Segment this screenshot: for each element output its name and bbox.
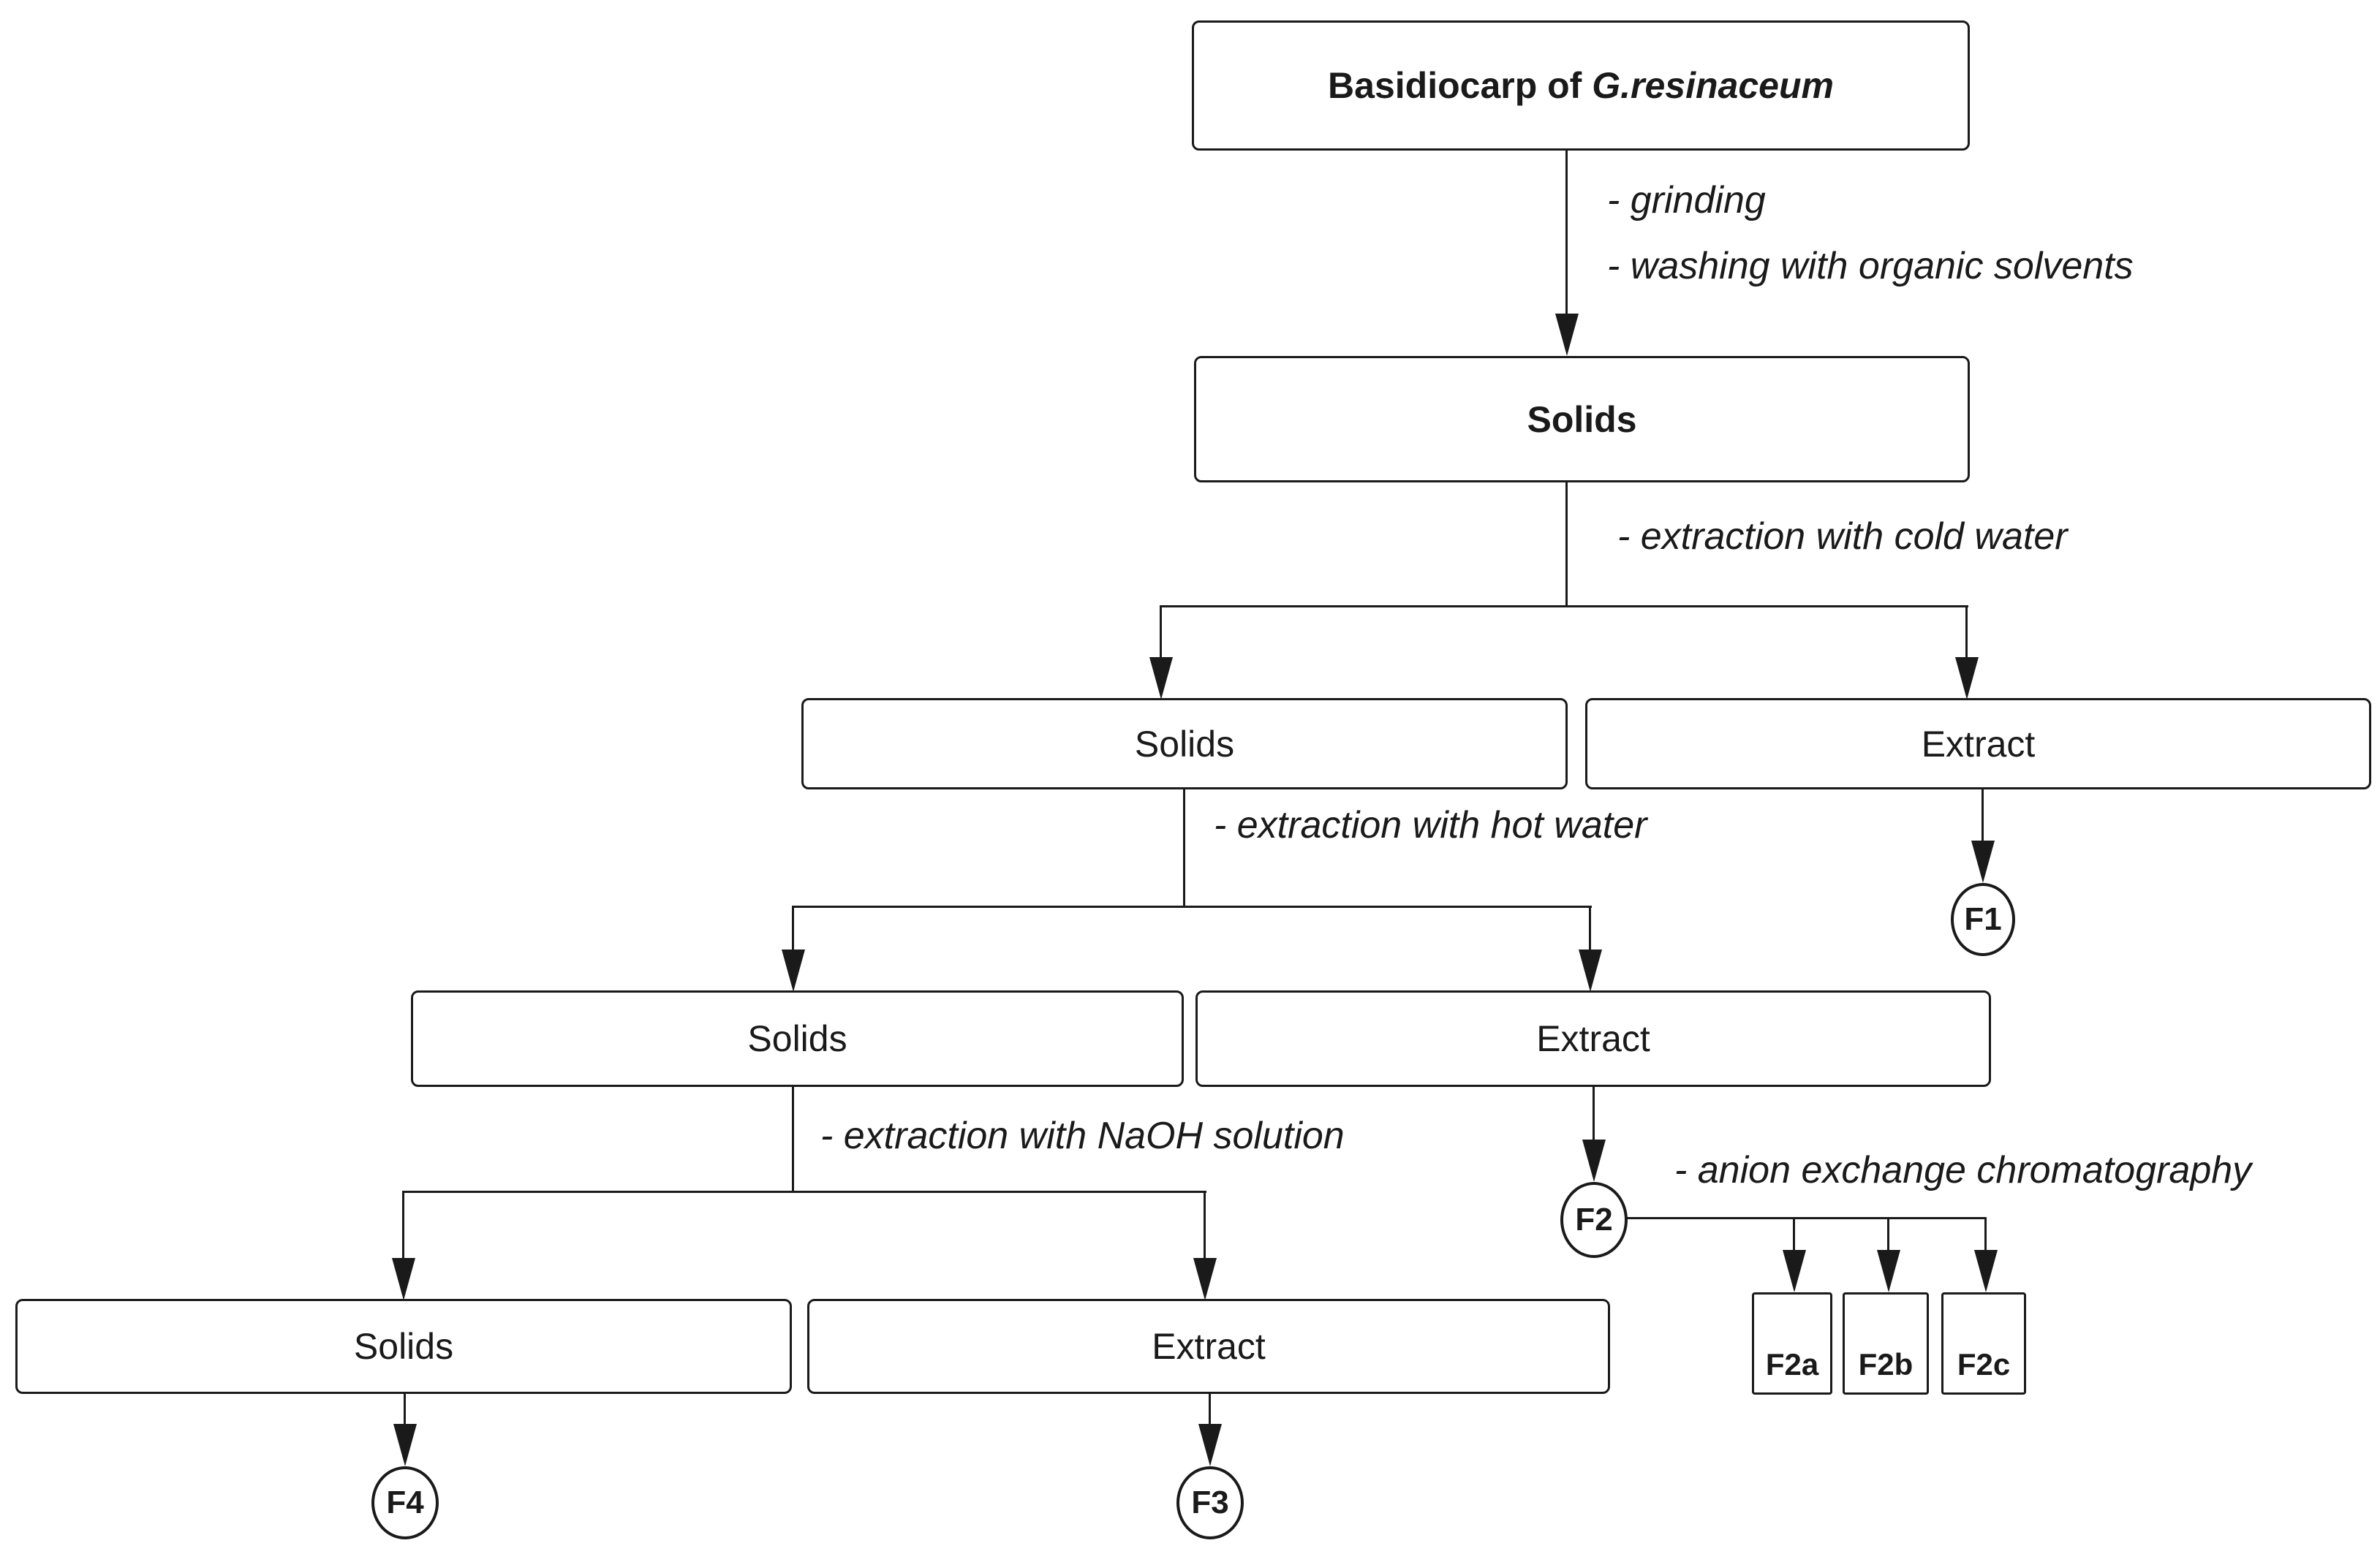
edge-basidiocarp-solids	[1565, 151, 1568, 319]
step-hot-water-extraction: - extraction with hot water	[1214, 804, 1647, 846]
edge-hotsplit-extract	[1589, 906, 1591, 952]
node-fraction-f4: F4	[371, 1466, 439, 1539]
node-fraction-f2a: F2a	[1752, 1292, 1832, 1395]
node-basidiocarp: Basidiocarp of G.resinaceum	[1192, 20, 1970, 151]
step-cold-water-extraction: - extraction with cold water	[1617, 515, 2068, 558]
species-name: G.resinaceum	[1592, 65, 1834, 106]
edge-solids-hotsplit	[1183, 788, 1185, 907]
fraction-f4-label: F4	[386, 1485, 424, 1520]
fraction-f2c-label: F2c	[1957, 1347, 2011, 1381]
edge-extractcold-f1	[1982, 788, 1984, 844]
arrowhead-into-extract-hot	[1579, 950, 1602, 992]
edge-extracthot-f2	[1593, 1085, 1595, 1142]
node-extract-hot-label: Extract	[1536, 1018, 1650, 1059]
arrowhead-into-f4	[393, 1424, 417, 1466]
step-anion-exchange: - anion exchange chromatography	[1674, 1149, 2252, 1191]
node-extract-naoh: Extract	[807, 1299, 1610, 1394]
fraction-f1-label: F1	[1964, 901, 2002, 937]
edge-extractnaoh-f3	[1209, 1392, 1211, 1427]
node-solids-after-hot: Solids	[411, 990, 1184, 1087]
edge-coldsplit-solids	[1160, 605, 1162, 659]
edge-naohsplit-extract	[1204, 1191, 1206, 1260]
arrowhead-into-solids-after-cold	[1149, 657, 1173, 700]
arrowhead-into-f1	[1971, 841, 1995, 883]
node-solids-washed: Solids	[1194, 356, 1970, 482]
arrowhead-into-solids-after-naoh	[392, 1258, 415, 1300]
node-fraction-f2: F2	[1560, 1182, 1628, 1258]
edge-branch-f2b	[1887, 1217, 1889, 1252]
node-solids-after-hot-label: Solids	[747, 1018, 847, 1059]
node-solids-after-cold: Solids	[801, 698, 1568, 789]
arrowhead-into-f3	[1198, 1424, 1222, 1466]
arrowhead-into-f2b	[1877, 1250, 1900, 1292]
node-extract-hot: Extract	[1195, 990, 1991, 1087]
edge-solidsnaoh-f4	[404, 1392, 406, 1427]
arrowhead-into-solids-after-hot	[782, 950, 805, 992]
node-solids-after-naoh: Solids	[15, 1299, 792, 1394]
node-fraction-f2c: F2c	[1941, 1292, 2026, 1395]
arrowhead-into-f2	[1582, 1140, 1606, 1182]
fraction-f2b-label: F2b	[1858, 1347, 1914, 1381]
node-fraction-f1: F1	[1951, 883, 2015, 956]
connector-naoh-split	[402, 1191, 1206, 1193]
fraction-f2-label: F2	[1575, 1202, 1613, 1237]
edge-hotsplit-solids	[792, 906, 794, 952]
node-solids-after-cold-label: Solids	[1134, 723, 1235, 765]
step-washing: - washing with organic solvents	[1607, 245, 2134, 287]
edge-solids-coldsplit	[1565, 482, 1568, 607]
edge-branch-f2a	[1793, 1217, 1795, 1252]
node-fraction-f2b: F2b	[1843, 1292, 1929, 1395]
arrowhead-into-f2a	[1783, 1250, 1806, 1292]
connector-f2-branch	[1626, 1217, 1987, 1219]
edge-coldsplit-extract	[1965, 605, 1968, 659]
node-solids-washed-label: Solids	[1527, 398, 1637, 440]
connector-hot-split	[792, 906, 1592, 908]
node-fraction-f3: F3	[1176, 1466, 1244, 1539]
edge-solids-naohsplit	[792, 1085, 794, 1192]
node-basidiocarp-label: Basidiocarp of G.resinaceum	[1328, 65, 1834, 106]
arrowhead-into-extract-cold	[1955, 657, 1979, 700]
node-solids-after-naoh-label: Solids	[353, 1326, 454, 1367]
connector-cold-split	[1160, 605, 1968, 607]
arrowhead-into-extract-naoh	[1193, 1258, 1217, 1300]
step-grinding: - grinding	[1607, 179, 1766, 221]
edge-naohsplit-solids	[402, 1191, 404, 1260]
fraction-f3-label: F3	[1191, 1485, 1229, 1520]
arrowhead-into-solids-washed	[1555, 314, 1579, 356]
fraction-f2a-label: F2a	[1765, 1347, 1819, 1381]
node-extract-cold-label: Extract	[1921, 723, 2036, 765]
node-extract-cold: Extract	[1585, 698, 2371, 789]
arrowhead-into-f2c	[1974, 1250, 1998, 1292]
step-naoh-extraction: - extraction with NaOH solution	[820, 1115, 1345, 1157]
node-extract-naoh-label: Extract	[1152, 1326, 1266, 1367]
edge-branch-f2c	[1984, 1217, 1987, 1252]
